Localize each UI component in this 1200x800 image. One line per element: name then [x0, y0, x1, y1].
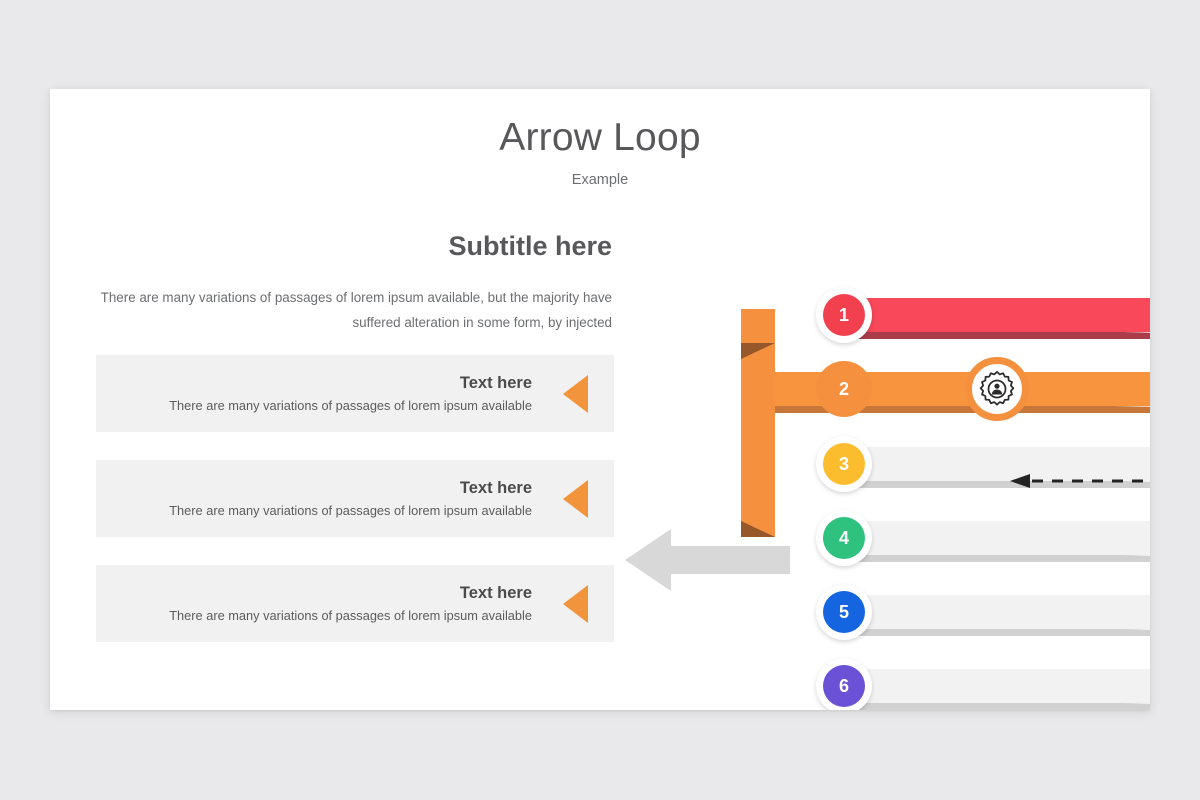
step-bar-3 [840, 447, 1150, 481]
text-card-heading: Text here [459, 584, 532, 602]
text-card-content: Text here There are many variations of p… [132, 355, 532, 416]
triangle-left-icon [563, 584, 588, 623]
text-card-heading: Text here [459, 479, 532, 497]
text-card-body: There are many variations of passages of… [169, 608, 532, 623]
step-number-3: 3 [838, 453, 849, 474]
gear-user-icon[interactable] [965, 357, 1029, 421]
return-arrow-icon [625, 529, 790, 591]
arrow-loop-diagram: 1 2 3 4 5 [50, 89, 1150, 710]
page-title: Arrow Loop [499, 116, 701, 159]
triangle-left-icon [563, 374, 588, 413]
step-node-dot-1: 1 [823, 294, 865, 336]
step-number-6: 6 [838, 675, 849, 696]
loop-spine-fold-top [741, 343, 775, 359]
text-card-heading: Text here [459, 374, 532, 392]
loop-spine-fold-bottom [741, 521, 775, 537]
step-node-1[interactable]: 1 [816, 287, 872, 343]
section-subtitle: Subtitle here [448, 231, 612, 261]
step-node-dot-2: 2 [816, 361, 872, 417]
step-node-6[interactable]: 6 [816, 658, 872, 710]
step-number-1: 1 [838, 304, 849, 325]
gear-user-glyph [979, 371, 1015, 406]
step-node-dot-5: 5 [823, 591, 865, 633]
step-node-dot-6: 6 [823, 665, 865, 707]
text-card-body: There are many variations of passages of… [169, 503, 532, 518]
step-node-3[interactable]: 3 [816, 436, 872, 492]
step-number-4: 4 [838, 527, 849, 548]
text-card[interactable]: Text here There are many variations of p… [96, 565, 614, 642]
step-node-4[interactable]: 4 [816, 510, 872, 566]
step-number-5: 5 [838, 601, 849, 622]
step-node-5[interactable]: 5 [816, 584, 872, 640]
step-bar-6 [840, 669, 1150, 703]
step-node-2[interactable]: 2 [816, 361, 872, 417]
presentation-slide: Arrow Loop Example Subtitle here There a… [50, 89, 1150, 710]
text-card-body: There are many variations of passages of… [169, 398, 532, 413]
text-card[interactable]: Text here There are many variations of p… [96, 355, 614, 432]
dashed-arrow-icon [1010, 474, 1150, 488]
step-node-dot-4: 4 [823, 517, 865, 559]
step-bar-1 [840, 298, 1150, 332]
step-number-2: 2 [838, 378, 849, 399]
step-bar-4 [840, 521, 1150, 555]
text-card-content: Text here There are many variations of p… [132, 565, 532, 626]
text-card-content: Text here There are many variations of p… [132, 460, 532, 521]
step-bar-5 [840, 595, 1150, 629]
step-node-dot-3: 3 [823, 443, 865, 485]
text-card[interactable]: Text here There are many variations of p… [96, 460, 614, 537]
triangle-left-icon [563, 479, 588, 518]
page-subtitle: Example [571, 172, 629, 188]
section-lead-paragraph: There are many variations of passages of… [100, 290, 612, 330]
